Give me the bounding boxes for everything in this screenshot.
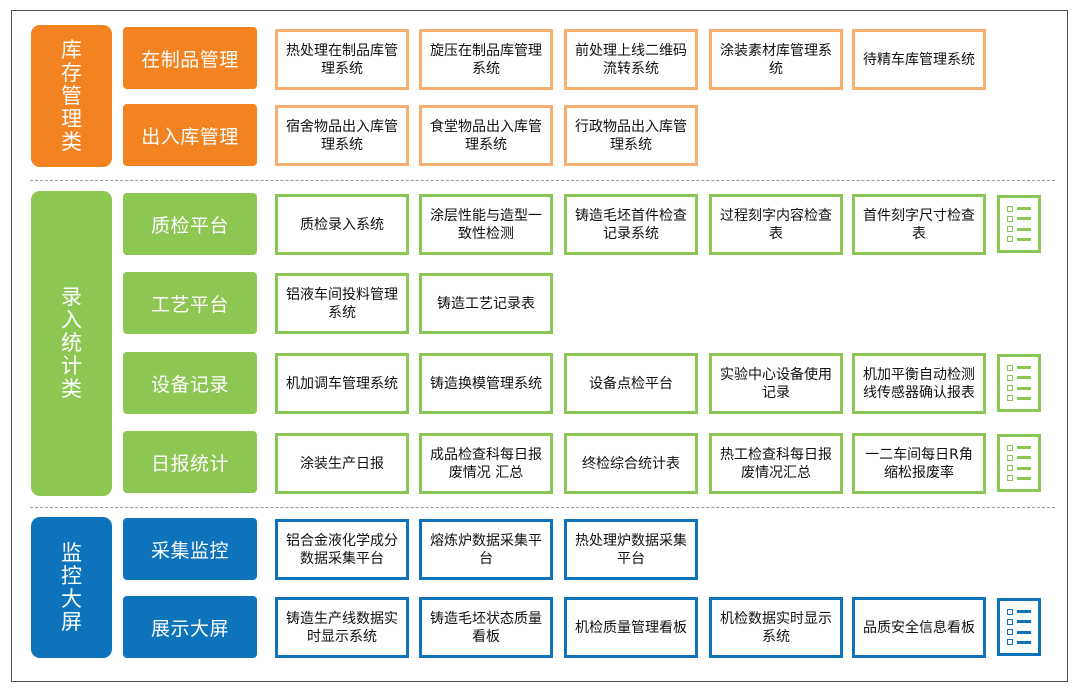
system-box: 铸造工艺记录表 — [419, 273, 553, 334]
document-list-icon — [997, 598, 1041, 656]
system-box: 品质安全信息看板 — [852, 597, 986, 658]
system-box: 热处理炉数据采集平台 — [564, 519, 698, 580]
system-box: 成品检查科每日报废情况 汇总 — [419, 433, 553, 494]
diagram-frame — [11, 10, 1068, 682]
system-box: 待精车库管理系统 — [852, 29, 986, 90]
document-list-icon — [997, 354, 1041, 412]
system-box: 机加调车管理系统 — [275, 353, 409, 414]
system-box: 过程刻字内容检查表 — [709, 194, 843, 255]
category-entry-statistics: 录入统计类 — [31, 191, 112, 496]
system-box: 机检质量管理看板 — [564, 597, 698, 658]
system-box: 实验中心设备使用记录 — [709, 353, 843, 414]
system-box: 涂装生产日报 — [275, 433, 409, 494]
system-box: 首件刻字尺寸检查表 — [852, 194, 986, 255]
system-box: 机检数据实时显示系统 — [709, 597, 843, 658]
group-wip-management: 在制品管理 — [123, 27, 257, 89]
system-box: 热工检查科每日报废情况汇总 — [709, 433, 843, 494]
category-inventory-management: 库存管理类 — [31, 25, 112, 167]
group-daily-statistics: 日报统计 — [123, 431, 257, 493]
group-acquisition-monitoring: 采集监控 — [123, 518, 257, 580]
system-box: 铝液车间投料管理系统 — [275, 273, 409, 334]
category-monitoring-screens: 监控大屏 — [31, 517, 112, 658]
system-box: 铝合金液化学成分数据采集平台 — [275, 519, 409, 580]
system-box: 前处理上线二维码流转系统 — [564, 29, 698, 90]
group-process-platform: 工艺平台 — [123, 272, 257, 334]
system-box: 设备点检平台 — [564, 353, 698, 414]
system-box: 食堂物品出入库管理系统 — [419, 105, 553, 166]
system-box: 铸造毛坯首件检查记录系统 — [564, 194, 698, 255]
system-box: 质检录入系统 — [275, 194, 409, 255]
group-qc-platform: 质检平台 — [123, 193, 257, 255]
system-box: 行政物品出入库管理系统 — [564, 105, 698, 166]
document-list-icon — [997, 195, 1041, 253]
system-box: 铸造生产线数据实时显示系统 — [275, 597, 409, 658]
group-display-screens: 展示大屏 — [123, 596, 257, 658]
system-box: 涂层性能与造型一致性检测 — [419, 194, 553, 255]
system-box: 铸造毛坯状态质量看板 — [419, 597, 553, 658]
system-box: 涂装素材库管理系统 — [709, 29, 843, 90]
system-box: 机加平衡自动检测线传感器确认报表 — [852, 353, 986, 414]
system-box: 旋压在制品库管理系统 — [419, 29, 553, 90]
system-box: 一二车间每日R角缩松报废率 — [852, 433, 986, 494]
system-box: 宿舍物品出入库管理系统 — [275, 105, 409, 166]
section-divider — [30, 180, 1055, 181]
system-box: 终检综合统计表 — [564, 433, 698, 494]
section-divider — [30, 507, 1055, 508]
system-box: 铸造换模管理系统 — [419, 353, 553, 414]
system-box: 熔炼炉数据采集平台 — [419, 519, 553, 580]
system-box: 热处理在制品库管理系统 — [275, 29, 409, 90]
group-inout-management: 出入库管理 — [123, 104, 257, 166]
group-equipment-records: 设备记录 — [123, 352, 257, 414]
document-list-icon — [997, 434, 1041, 492]
